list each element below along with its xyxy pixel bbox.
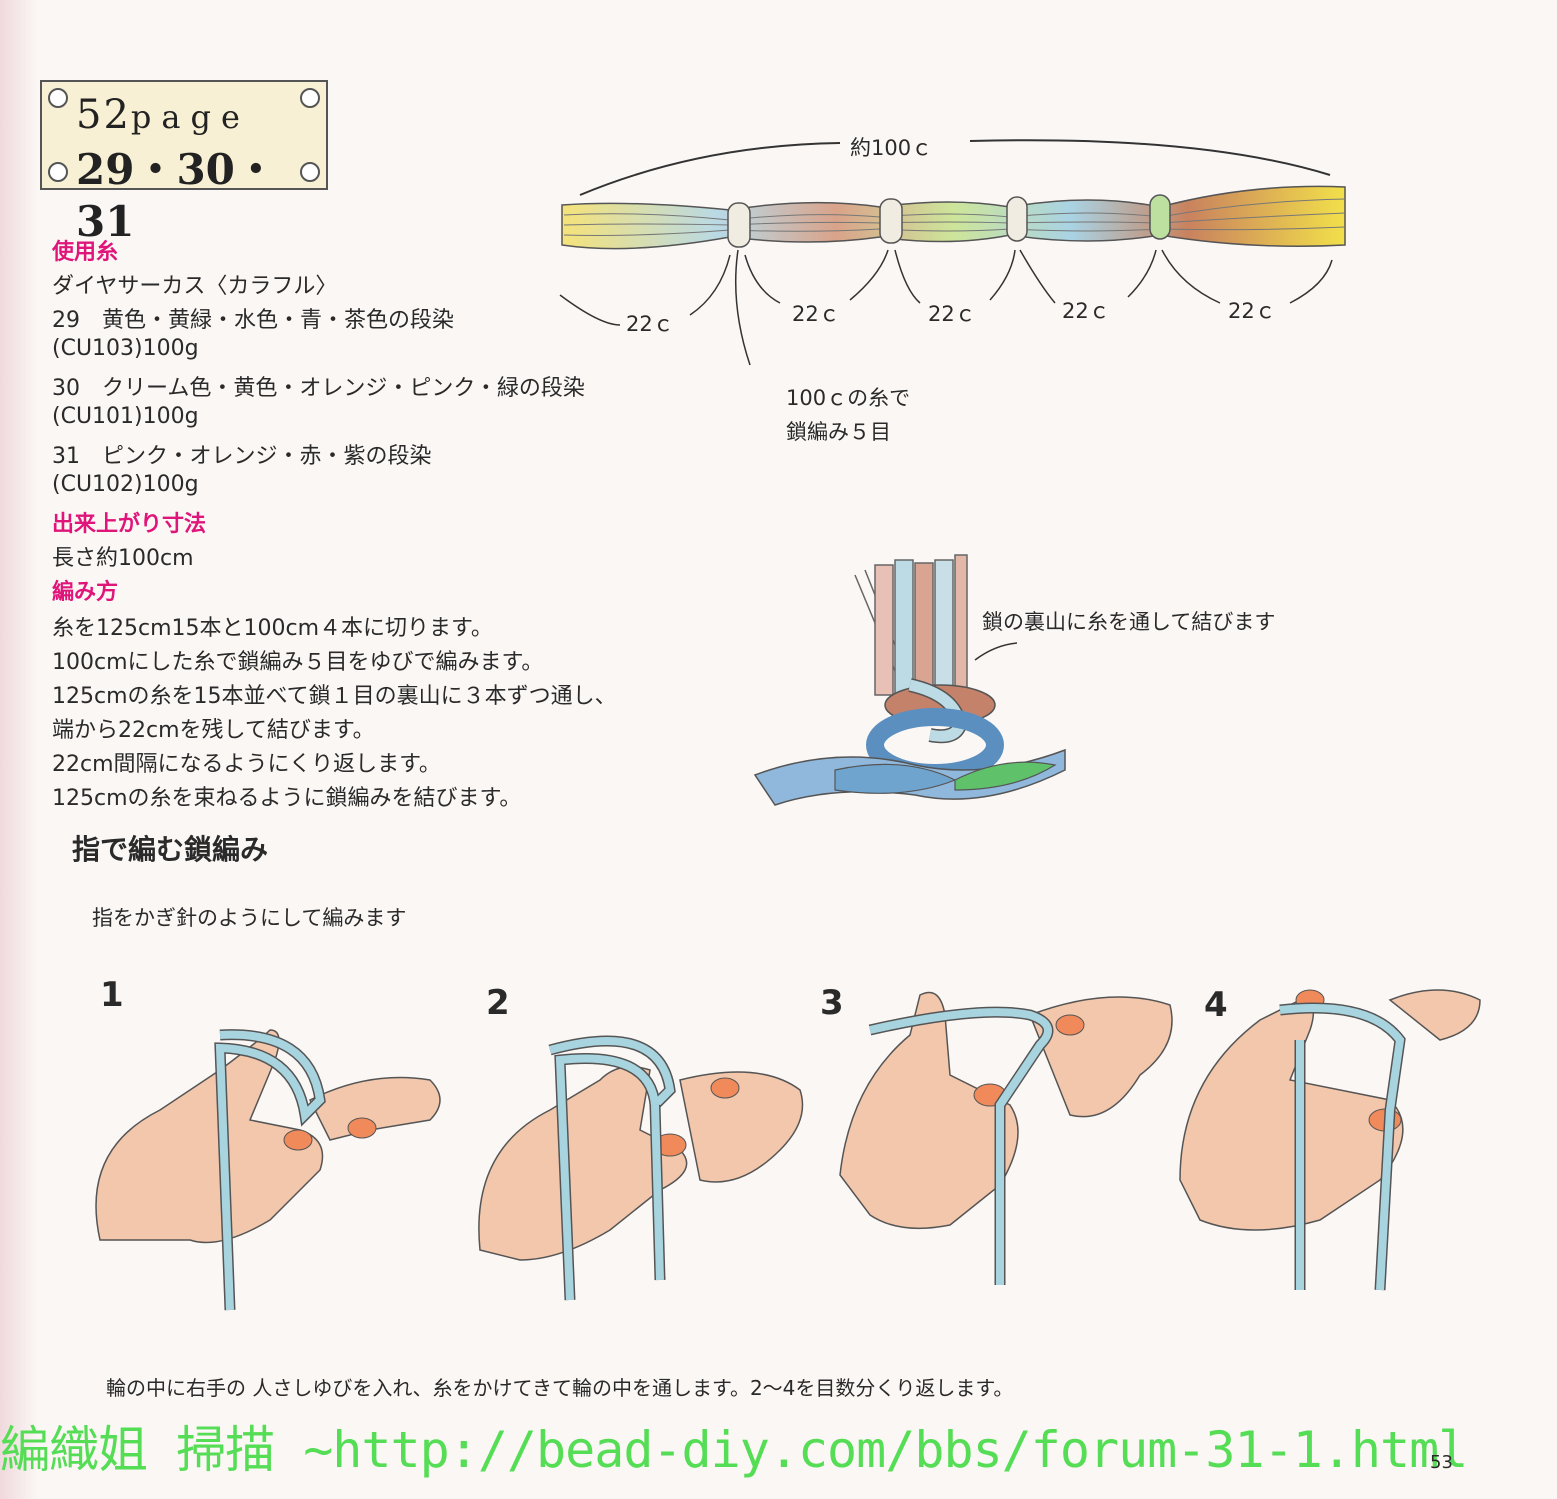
badge-page-number: 52	[76, 92, 131, 138]
materials-line: 31 ピンク・オレンジ・赤・紫の段染	[52, 444, 432, 469]
page-number: 53	[1430, 1452, 1453, 1473]
badge-hole	[300, 88, 320, 108]
method-line: 端から22cmを残して結びます。	[52, 718, 375, 743]
materials-line: 29 黄色・黄緑・水色・青・茶色の段染	[52, 308, 454, 333]
method-line: 22cm間隔になるようにくり返します。	[52, 752, 441, 777]
badge-page-word: page	[130, 98, 250, 136]
method-line: 100cmにした糸で鎖編み５目をゆびで編みます。	[52, 650, 544, 675]
chain-note-line2: 鎖編み５目	[786, 420, 891, 444]
knot-note: 鎖の裏山に糸を通して結びます	[982, 610, 1276, 634]
size-value: 長さ約100cm	[52, 546, 194, 571]
segment-length-label: 22ｃ	[928, 302, 976, 326]
step-number: 1	[100, 975, 124, 1015]
step-number: 3	[820, 983, 844, 1023]
materials-heading: 使用糸	[52, 240, 119, 265]
total-length-label: 約100ｃ	[850, 136, 933, 160]
segment-length-label: 22ｃ	[792, 302, 840, 326]
method-line: 糸を125cm15本と100cm４本に切ります。	[52, 616, 493, 641]
step-2-hands-illustration	[478, 1035, 804, 1301]
badge-hole	[48, 162, 68, 182]
step-4-hands-illustration	[1179, 989, 1481, 1291]
materials-line: 30 クリーム色・黄色・オレンジ・ピンク・緑の段染	[52, 376, 585, 401]
method-heading: 編み方	[52, 580, 119, 605]
steps-caption: 輪の中に右手の 人さしゆびを入れ、糸をかけてきて輪の中を通します。2〜4を目数分…	[106, 1376, 1014, 1400]
badge-page-line: 52page	[76, 92, 250, 138]
finger-chain-subheading: 指をかぎ針のようにして編みます	[92, 906, 407, 930]
page-gutter-shade	[0, 0, 38, 1499]
materials-line: ダイヤサーカス〈カラフル〉	[52, 274, 338, 299]
badge-hole	[300, 162, 320, 182]
step-number: 2	[486, 983, 510, 1023]
materials-line: (CU102)100g	[52, 472, 199, 497]
size-heading: 出来上がり寸法	[52, 512, 207, 537]
method-line: 125cmの糸を束ねるように鎖編みを結びます。	[52, 786, 522, 811]
badge-hole	[48, 88, 68, 108]
step-3-hands-illustration	[839, 991, 1173, 1285]
finger-chain-heading: 指で編む鎖編み	[72, 833, 269, 866]
materials-line: (CU101)100g	[52, 404, 199, 429]
segment-length-label: 22ｃ	[1228, 299, 1276, 323]
chain-knot-illustration	[753, 554, 1066, 806]
bundle-illustration	[559, 139, 1346, 366]
materials-line: (CU103)100g	[52, 336, 199, 361]
badge-item-numbers: 29・30・31	[76, 145, 277, 246]
step-number: 4	[1204, 985, 1228, 1025]
method-line: 125cmの糸を15本並べて鎖１目の裏山に３本ずつ通し、	[52, 684, 617, 709]
page-reference-badge: 52page 29・30・31	[40, 80, 328, 246]
chain-note-line1: 100ｃの糸で	[786, 386, 911, 410]
scan-watermark: 編織姐 掃描 ~http://bead-diy.com/bbs/forum-31…	[0, 1421, 1468, 1479]
segment-length-label: 22ｃ	[1062, 299, 1110, 323]
step-1-hands-illustration	[95, 1029, 441, 1311]
segment-length-label: 22ｃ	[626, 312, 674, 336]
